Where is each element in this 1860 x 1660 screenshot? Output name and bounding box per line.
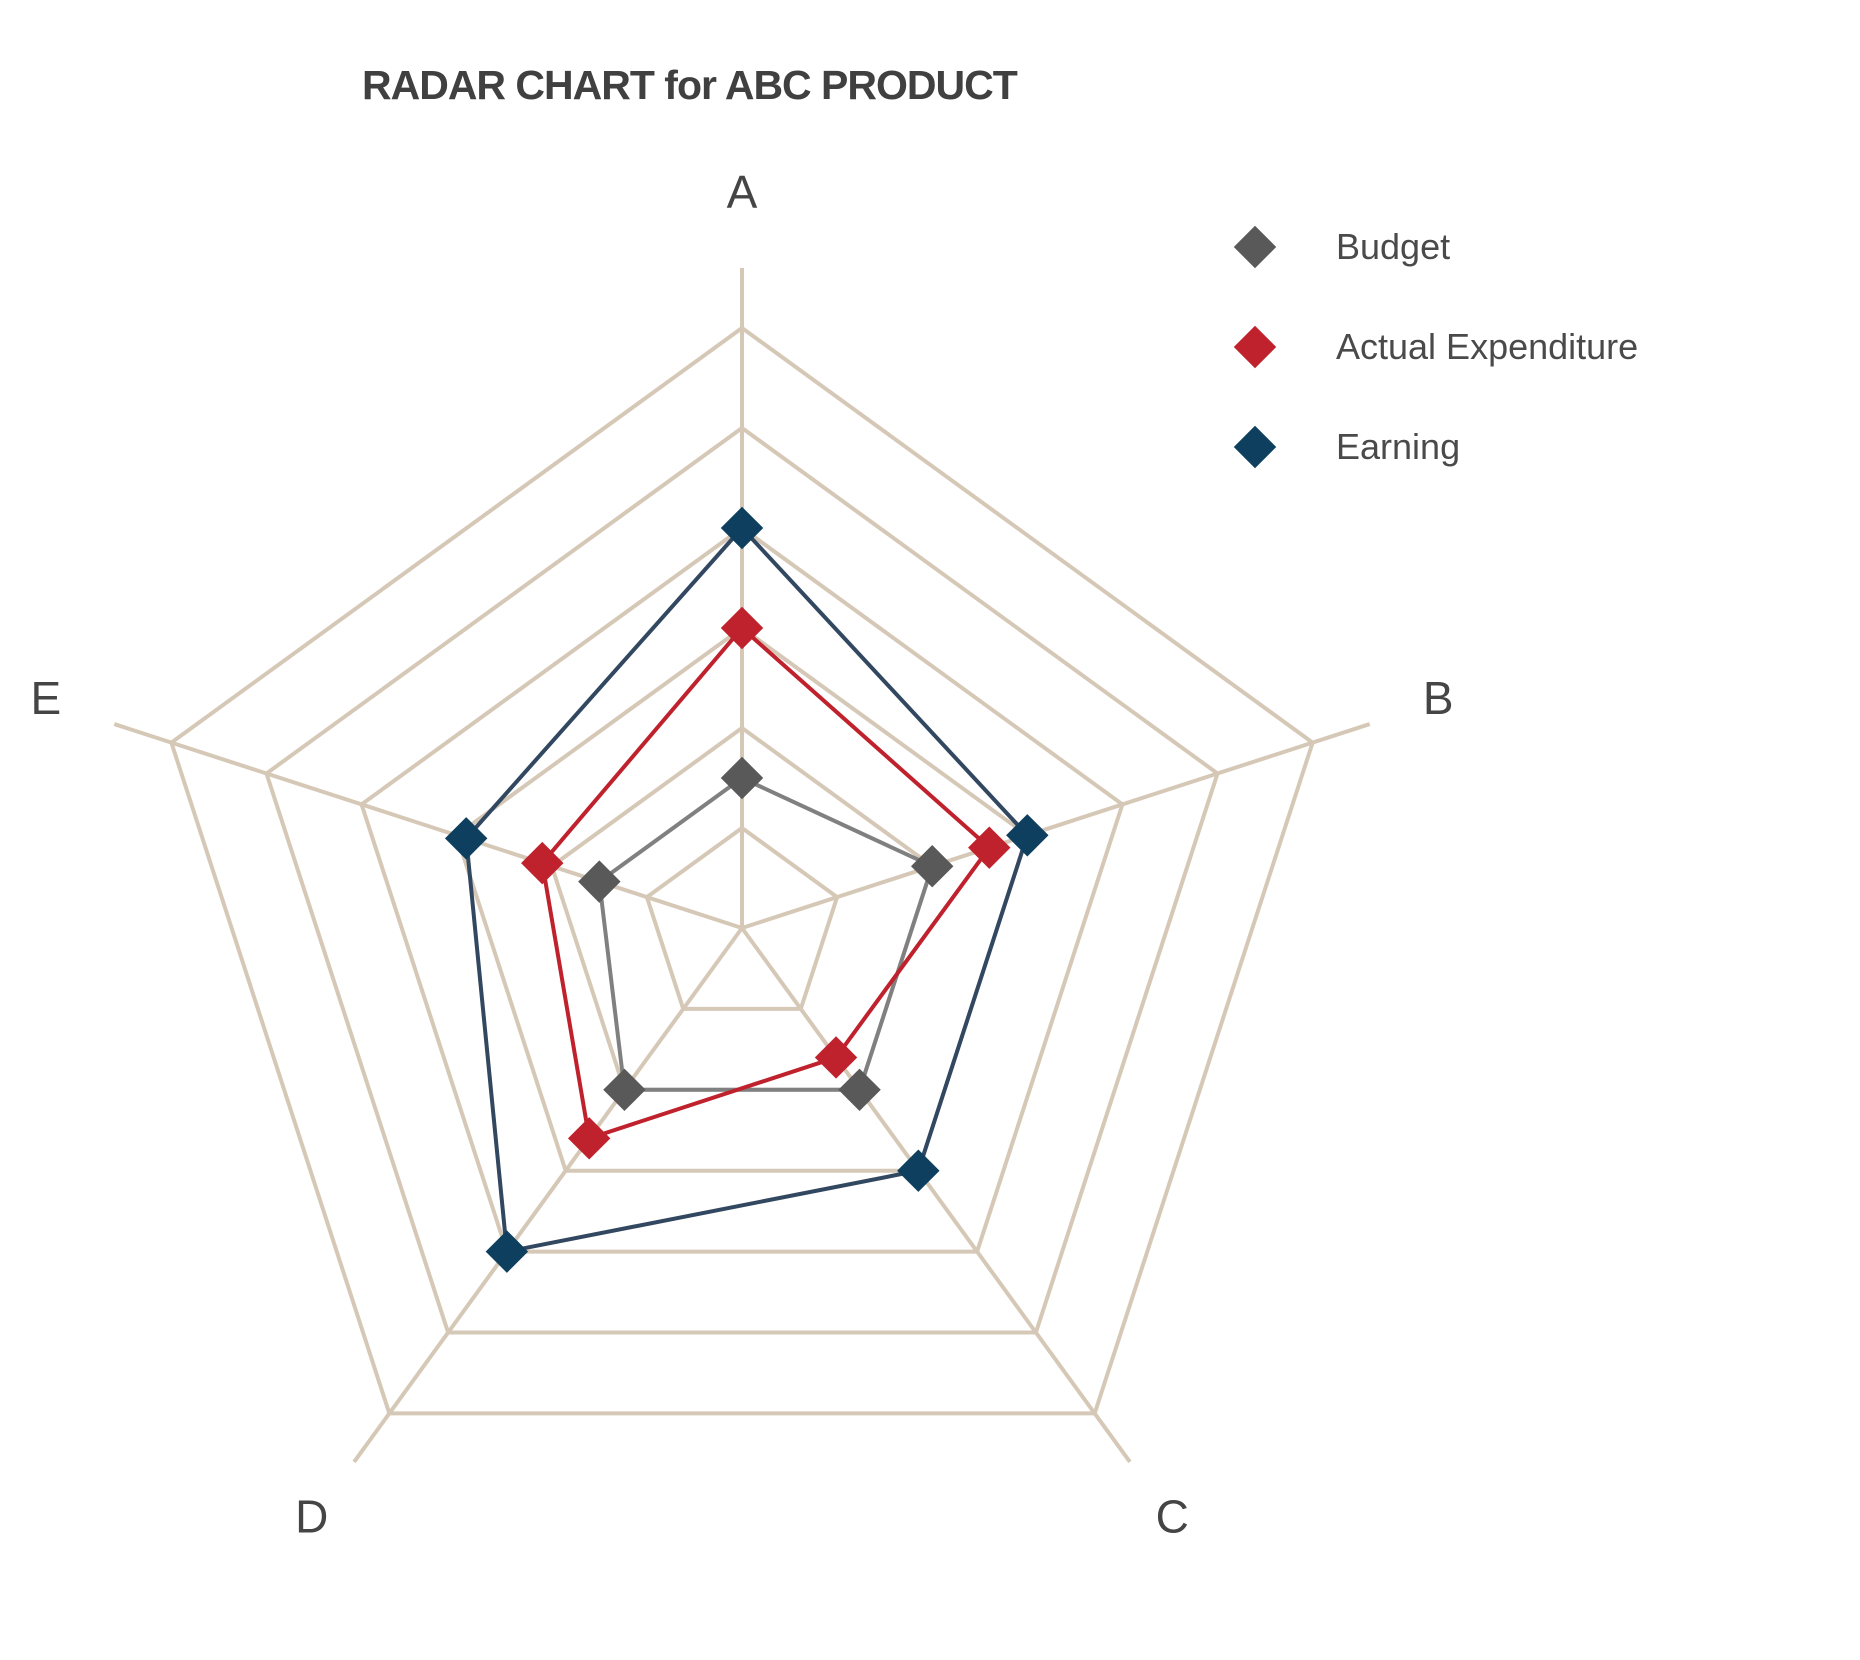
radar-axes — [113, 268, 1371, 1464]
axis-spoke-d — [352, 926, 744, 1464]
data-point-budget-e[interactable] — [578, 860, 621, 903]
legend-label: Earning — [1336, 426, 1461, 467]
axis-label-d: D — [295, 1490, 328, 1542]
grid-ring-4 — [359, 525, 1125, 1254]
legend-item-earning[interactable]: Earning — [1233, 422, 1461, 472]
legend-marker-icon — [1233, 225, 1277, 269]
grid-ring-1 — [644, 825, 840, 1011]
series-line-actual-expenditure — [540, 626, 992, 1141]
legend-label: Budget — [1336, 226, 1451, 267]
data-point-budget-c[interactable] — [838, 1068, 881, 1112]
legend-item-budget[interactable]: Budget — [1233, 222, 1451, 272]
axis-spoke-c — [740, 926, 1132, 1464]
series-line-earning — [464, 526, 1030, 1254]
chart-title: RADAR CHART for ABC PRODUCT — [362, 62, 1018, 108]
axis-spoke-b — [741, 722, 1371, 930]
series-line-budget — [597, 776, 935, 1092]
data-point-actual-expenditure-c[interactable] — [814, 1036, 858, 1079]
grid-ring-6 — [169, 325, 1315, 1416]
legend-marker-icon — [1233, 425, 1277, 469]
axis-label-b: B — [1423, 672, 1454, 724]
data-point-actual-expenditure-d[interactable] — [567, 1117, 611, 1160]
legend-item-actual-expenditure[interactable]: Actual Expenditure — [1233, 322, 1639, 372]
axis-label-e: E — [30, 672, 61, 724]
data-point-budget-b[interactable] — [910, 844, 954, 888]
grid-ring-3 — [454, 625, 1030, 1173]
axis-labels: A B C D E — [30, 166, 1453, 1542]
axis-label-c: C — [1156, 1490, 1189, 1542]
legend-marker-icon — [1233, 325, 1277, 369]
data-point-budget-a[interactable] — [720, 756, 764, 800]
legend-label: Actual Expenditure — [1336, 326, 1639, 367]
data-point-earning-d[interactable] — [485, 1230, 529, 1273]
data-point-earning-c[interactable] — [897, 1149, 940, 1192]
grid-ring-5 — [264, 425, 1220, 1335]
series-group — [444, 506, 1049, 1273]
data-point-budget-d[interactable] — [603, 1068, 646, 1112]
axis-label-a: A — [727, 166, 758, 218]
axis-spoke-e — [113, 722, 743, 930]
